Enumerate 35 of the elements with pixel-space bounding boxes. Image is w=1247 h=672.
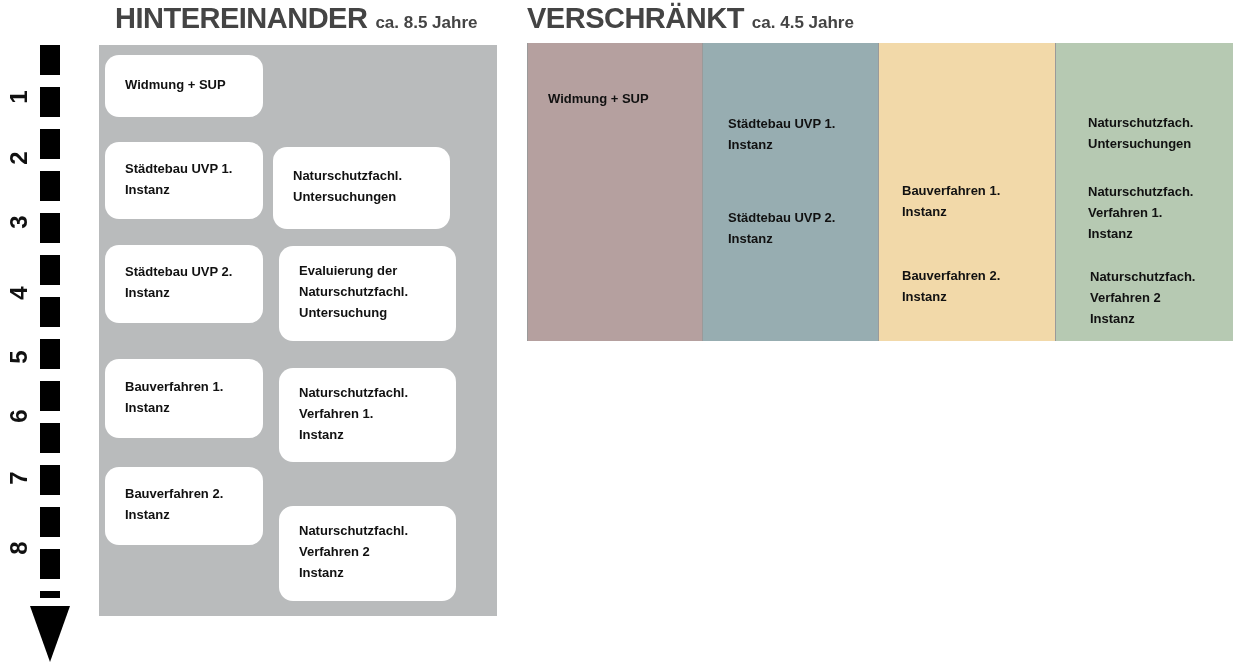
phase-column [1055,43,1233,341]
panel-background [99,45,497,616]
phase-text: Bauverfahren 1. Instanz [902,182,1002,221]
year-number: 6 [6,408,32,425]
phase-column [527,43,702,341]
phase-text: Städtebau UVP 2. Instanz [728,209,837,248]
process-box: Bauverfahren 1. Instanz [105,359,263,438]
phase-text: Naturschutzfach. Verfahren 2 Instanz [1090,267,1197,328]
duration-label: ca. 8.5 Jahre [375,13,478,33]
phase-text: Bauverfahren 2. Instanz [902,267,1002,306]
phase-column [702,43,878,341]
section-title: HINTEREINANDER [115,2,368,35]
process-box: Naturschutzfachl. Untersuchungen [273,147,450,229]
phase-text: Naturschutzfach. Untersuchungen [1088,114,1195,153]
phase-text: Naturschutzfach. Verfahren 1. Instanz [1088,182,1195,243]
year-number: 2 [6,150,32,167]
process-box: Bauverfahren 2. Instanz [105,467,263,545]
phase-text: Städtebau UVP 1. Instanz [728,115,837,154]
year-number: 1 [6,89,32,106]
year-number: 7 [6,470,32,487]
year-number: 5 [6,349,32,366]
year-number: 3 [6,214,32,231]
year-number: 4 [6,285,32,302]
process-box: Naturschutzfachl. Verfahren 1. Instanz [279,368,456,462]
process-box: Städtebau UVP 2. Instanz [105,245,263,323]
phase-column [878,43,1055,341]
year-number: 8 [6,540,32,557]
section-title: VERSCHRÄNKT [527,2,744,35]
process-box: Widmung + SUP [105,55,263,117]
phase-text: Widmung + SUP [548,89,650,108]
timeline-band [527,43,1233,341]
process-box: Städtebau UVP 1. Instanz [105,142,263,219]
process-box: Naturschutzfachl. Verfahren 2 Instanz [279,506,456,601]
process-box: Evaluierung der Naturschutzfachl. Untersuchung [279,246,456,341]
duration-label: ca. 4.5 Jahre [751,13,854,33]
